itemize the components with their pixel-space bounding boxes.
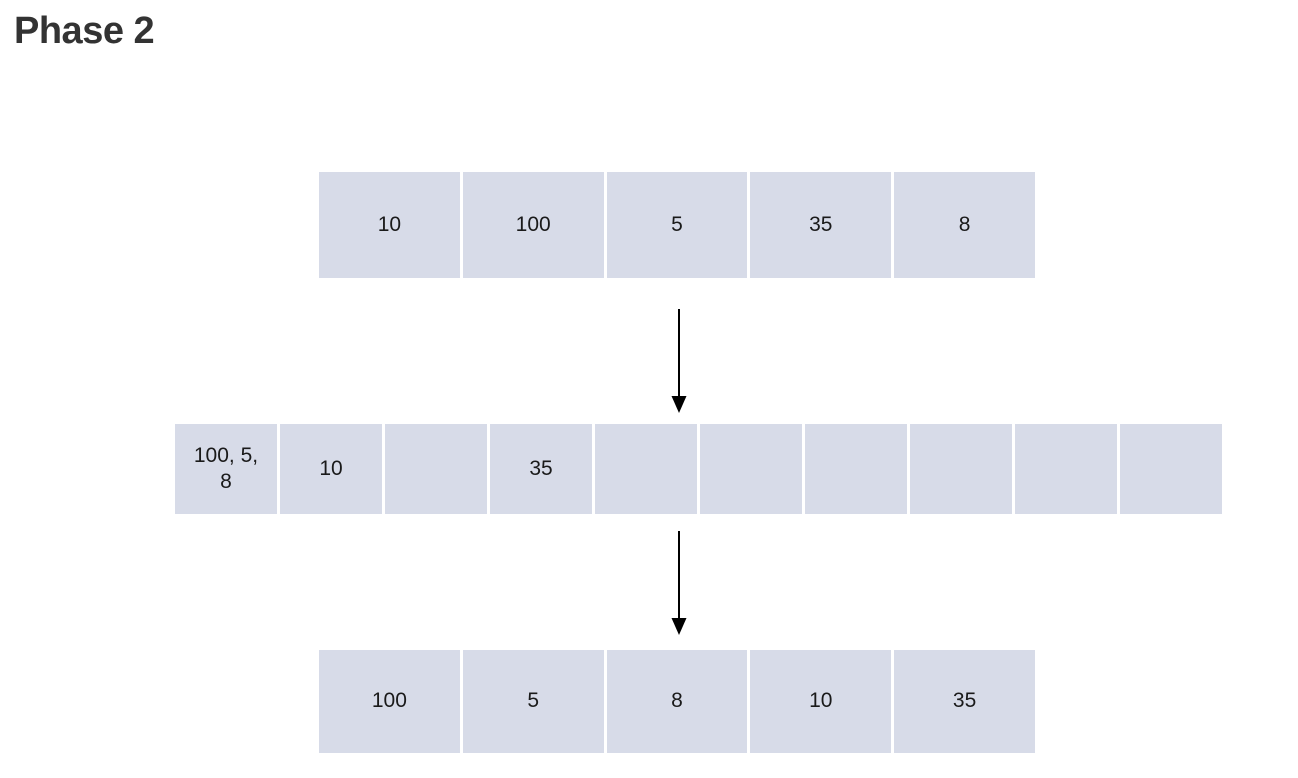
- cell-value: 35: [952, 689, 977, 713]
- array-cell: 100: [462, 172, 604, 278]
- cell-value: 35: [529, 456, 553, 480]
- array-cell: 5: [462, 650, 604, 753]
- cell-value: 100: [371, 689, 407, 713]
- cell-value: 8: [958, 212, 971, 236]
- cell-value: 10: [377, 212, 402, 236]
- bucket-cell: 35: [490, 424, 592, 514]
- cell-value: 100, 5, 8: [193, 443, 259, 493]
- cell-value: 10: [319, 456, 343, 480]
- cell-value: 10: [809, 689, 833, 713]
- bucket-cell: 10: [280, 424, 382, 514]
- cell-value: 8: [671, 689, 683, 713]
- down-arrow-icon: [665, 528, 693, 636]
- input-array-row: 10 100 5 35 8: [319, 172, 1035, 278]
- array-cell: 100: [319, 650, 460, 753]
- array-cell: 10: [319, 172, 460, 278]
- down-arrow-icon: [665, 306, 693, 414]
- sorted-array-row: 100 5 8 10 35: [319, 650, 1035, 753]
- bucket-cell: [700, 424, 802, 514]
- cell-value: 5: [527, 689, 540, 713]
- page-title: Phase 2: [14, 10, 155, 52]
- cell-value: 35: [809, 212, 833, 236]
- cell-value: 100: [515, 212, 551, 236]
- buckets-row: 100, 5, 8 10 35: [175, 424, 1222, 514]
- array-cell: 8: [606, 650, 748, 753]
- bucket-cell: [1120, 424, 1222, 514]
- array-cell: 8: [894, 172, 1035, 278]
- array-cell: 5: [606, 172, 748, 278]
- bucket-cell: [805, 424, 907, 514]
- array-cell: 35: [894, 650, 1035, 753]
- bucket-cell: 100, 5, 8: [175, 424, 277, 514]
- array-cell: 10: [750, 650, 892, 753]
- array-cell: 35: [750, 172, 892, 278]
- cell-value: 5: [671, 212, 683, 236]
- bucket-cell: [1015, 424, 1117, 514]
- bucket-cell: [385, 424, 487, 514]
- bucket-cell: [910, 424, 1012, 514]
- bucket-cell: [595, 424, 697, 514]
